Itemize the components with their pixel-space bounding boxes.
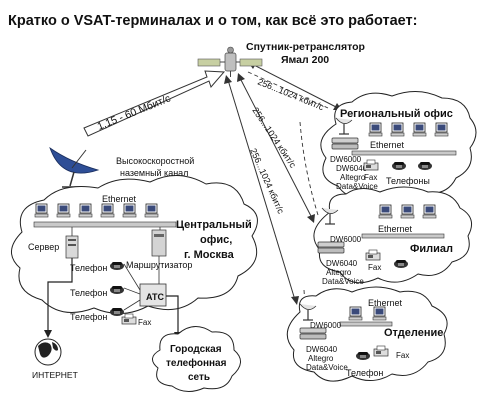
regional-dashed-link: [247, 71, 329, 109]
branch-altegro: Altegro: [326, 268, 352, 277]
department-phone: [356, 352, 370, 360]
branch-ethernet-label: Ethernet: [378, 224, 413, 234]
central-uplink-arrow: [83, 70, 226, 137]
central-fax-icon: [121, 313, 137, 325]
central-ethernet-label: Ethernet: [102, 194, 137, 204]
central-phone-label-2: Телефон: [70, 288, 107, 298]
branch-phone: [394, 260, 408, 268]
page-title: Кратко о VSAT-терминалах и о том, как вс…: [8, 13, 417, 29]
central-phone-2: [110, 286, 124, 294]
regional-altegro: Altegro: [340, 173, 366, 182]
link-arrow-department: [224, 75, 299, 305]
regional-datavoice: Data&Voice: [336, 182, 378, 191]
department-altegro: Altegro: [308, 354, 334, 363]
internet-label: ИНТЕРНЕТ: [32, 370, 78, 380]
city-network-link: [166, 295, 179, 334]
department-dw6000: DW6000: [310, 321, 342, 330]
central-phone-1: [110, 262, 124, 270]
branch-dashed-link: [299, 121, 319, 216]
pbx-icon: [139, 283, 167, 307]
city-network-line2: телефонная: [166, 357, 227, 369]
department-cloud: [286, 286, 448, 382]
router-icon: [151, 229, 167, 257]
regional-ethernet-label: Ethernet: [370, 140, 405, 150]
ground-channel-line2: наземный канал: [120, 168, 188, 178]
branch-datavoice: Data&Voice: [322, 277, 364, 286]
city-network-cloud: [152, 326, 241, 392]
central-wiring: [71, 227, 161, 311]
branch-name: Филиал: [410, 243, 453, 255]
central-ethernet-bus: [33, 221, 177, 228]
regional-speed-label: 256...1024 кбит/с: [256, 77, 326, 113]
server-icon: [65, 235, 79, 259]
branch-fax-label: Fax: [368, 263, 381, 272]
department-datavoice: Data&Voice: [306, 363, 348, 372]
regional-office-name: Региональный офис: [340, 108, 453, 120]
satellite-name-line2: Ямал 200: [281, 54, 329, 66]
regional-phone-1: [392, 162, 406, 170]
branch-ethernet-bus: [361, 233, 445, 239]
branch-pcs: [378, 204, 437, 219]
regional-dw6040: DW6040: [336, 164, 368, 173]
central-office-name-line2: офис,: [200, 234, 232, 246]
satellite-name-line1: Спутник-ретранслятор: [246, 41, 365, 53]
central-office-name-line1: Центральный: [176, 219, 252, 231]
regional-ethernet-bus: [351, 150, 457, 156]
regional-phones-label: Телефоны: [386, 176, 430, 186]
central-fax-label: Fax: [138, 318, 151, 327]
department-fax-label: Fax: [396, 351, 409, 360]
ground-channel-line1: Высокоскоростной: [116, 156, 194, 166]
branch-dw6040: DW6040: [326, 259, 358, 268]
internet-link-arrowhead: [44, 330, 52, 338]
central-office-cloud: [11, 175, 258, 314]
globe-icon: [34, 338, 62, 366]
central-phone-label-3: Телефон: [70, 312, 107, 322]
central-phone-3: [110, 308, 124, 316]
central-dish-icon: [49, 146, 100, 188]
department-ethernet-bus: [339, 321, 393, 327]
internet-link: [47, 258, 73, 332]
satellite-icon: [197, 46, 263, 77]
department-dw6040: DW6040: [306, 345, 338, 354]
central-phone-label-1: Телефон: [70, 263, 107, 273]
department-name: Отделение: [384, 327, 443, 339]
regional-dw6000: DW6000: [330, 155, 362, 164]
regional-phone-2: [418, 162, 432, 170]
link-arrow-branch: [237, 73, 315, 223]
department-phone-label: Телефон: [346, 368, 383, 378]
regional-office-cloud: [320, 91, 477, 199]
regional-fax-label: Fax: [364, 173, 377, 182]
server-label: Сервер: [28, 242, 59, 252]
central-uplink-label: 1,15 - 60 Мбит/с: [96, 92, 173, 132]
department-ethernet-label: Ethernet: [368, 298, 403, 308]
city-network-line3: сеть: [188, 372, 210, 383]
city-network-line1: Городская: [170, 344, 222, 355]
central-office-name-line3: г. Москва: [184, 249, 235, 261]
pbx-label: АТС: [146, 292, 165, 302]
branch-dw6000: DW6000: [330, 235, 362, 244]
